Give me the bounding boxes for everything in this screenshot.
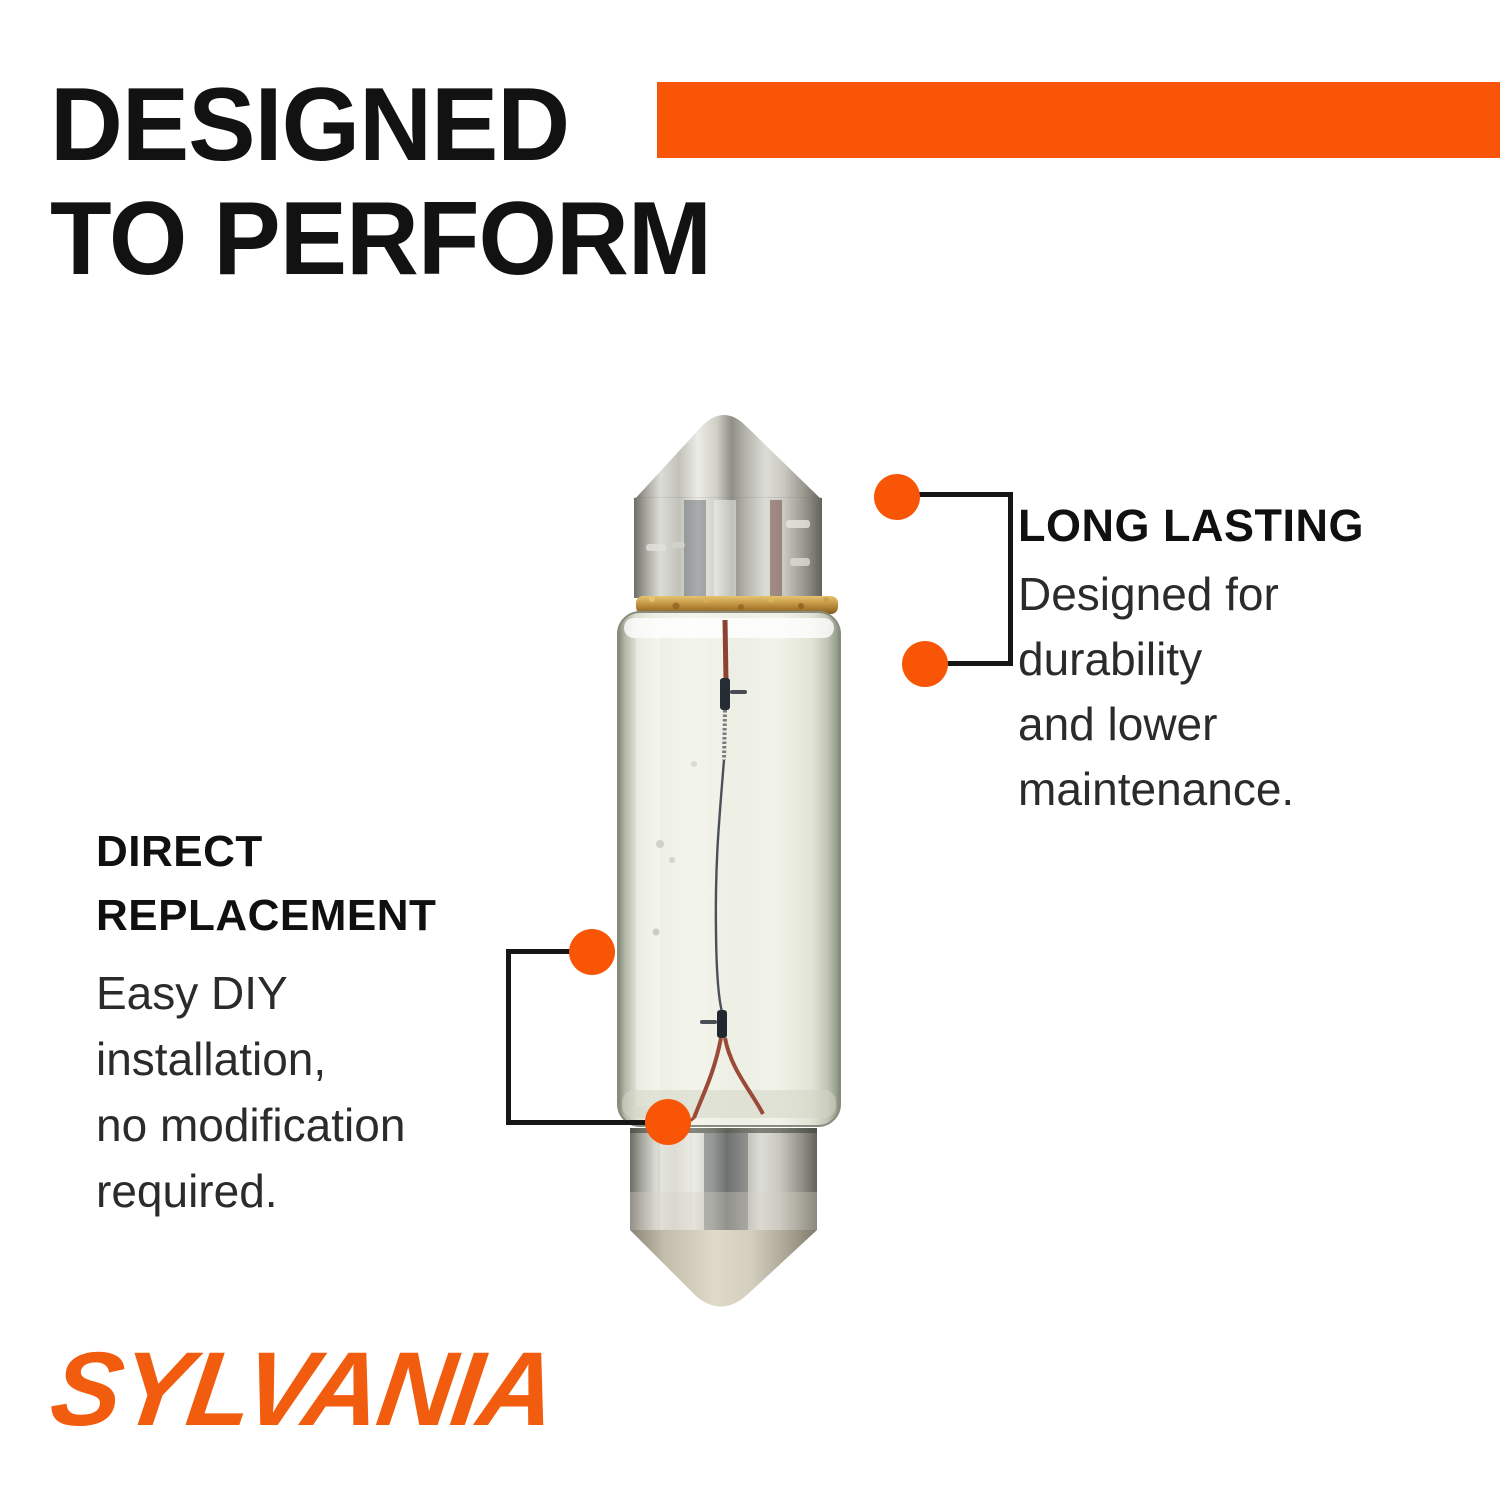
callout-line: required. [96,1165,278,1217]
callout-line: durability [1018,633,1203,685]
callout-direct-replacement-heading: DIRECT REPLACEMENT [96,820,516,948]
callout-dot-direct-replacement-bottom [645,1099,691,1145]
leader-line-left-bottom [506,1120,668,1125]
accent-bar [657,82,1500,158]
leader-line-right-top [897,492,1013,497]
leader-line-left-vertical [506,949,511,1125]
page-title-line1: DESIGNED [50,67,570,183]
callout-direct-replacement-body: Easy DIY installation, no modification r… [96,960,516,1224]
callout-long-lasting: LONG LASTING Designed for durability and… [1018,498,1458,822]
callout-dot-long-lasting-top [874,474,920,520]
page-title: DESIGNED TO PERFORM [50,67,712,297]
callout-direct-replacement: DIRECT REPLACEMENT Easy DIY installation… [96,820,516,1224]
callout-heading-line: REPLACEMENT [96,891,437,940]
callout-long-lasting-body: Designed for durability and lower mainte… [1018,562,1458,822]
callout-dot-long-lasting-bottom [902,641,948,687]
callout-line: and lower [1018,698,1218,750]
leader-line-right-bottom [925,661,1013,666]
callout-line: installation, [96,1033,327,1085]
callout-long-lasting-heading: LONG LASTING [1018,500,1364,551]
festoon-bulb-photo [617,415,841,1307]
callout-line: no modification [96,1099,406,1151]
sylvania-logo: SYLVANIA [44,1331,563,1448]
callout-dot-direct-replacement-top [569,929,615,975]
leader-line-left-top [506,949,592,954]
callout-line: Designed for [1018,568,1279,620]
callout-line: Easy DIY [96,967,288,1019]
leader-line-right-vertical [1008,492,1013,666]
page-title-line2: TO PERFORM [50,181,712,297]
callout-heading-line: DIRECT [96,827,263,876]
callout-line: maintenance. [1018,763,1295,815]
